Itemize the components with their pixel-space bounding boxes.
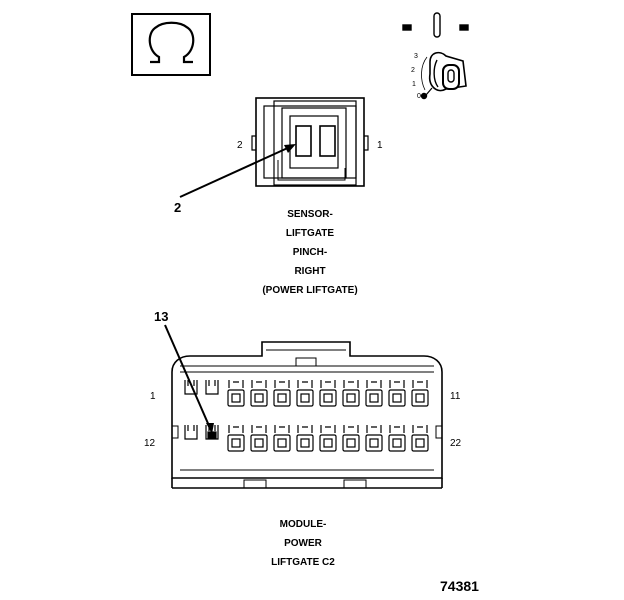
pin-cavity-20	[365, 425, 383, 452]
module-pin-label-12: 12	[144, 438, 156, 449]
module-caption-line-3: LIFTGATE C2	[271, 557, 335, 568]
pin-cavity-21	[388, 425, 406, 452]
pin-cavity-8	[342, 380, 360, 407]
pin-cavity-9	[365, 380, 383, 407]
sensor-pin-label-1: 1	[377, 140, 383, 151]
pin-cavity-2	[205, 380, 219, 395]
callout-2-leader	[179, 145, 293, 198]
sensor-caption-line-1: SENSOR-	[287, 209, 333, 220]
pin-cavity-13	[205, 425, 219, 440]
pin-cavity-1	[184, 380, 198, 395]
ignition-key-icon	[402, 12, 469, 100]
sensor-callout: 2	[174, 200, 182, 215]
ignition-position-2: 2	[411, 67, 415, 74]
pin-cavity-18	[319, 425, 337, 452]
pin-cavity-4	[250, 380, 268, 407]
sensor-connector	[251, 97, 369, 187]
pin-cavity-12	[184, 425, 198, 440]
sensor-caption-line-3: PINCH-	[292, 247, 328, 258]
sensor-caption-line-5: (POWER LIFTGATE)	[262, 285, 358, 296]
pin-cavity-7	[319, 380, 337, 407]
module-caption-line-2: POWER	[284, 538, 322, 549]
pin-cavity-15	[250, 425, 268, 452]
ignition-position-1: 1	[412, 81, 416, 88]
sensor-pin-label-2: 2	[237, 140, 243, 151]
pin-cavity-17	[296, 425, 314, 452]
sensor-caption-line-2: LIFTGATE	[285, 228, 335, 239]
figure-number: 74381	[440, 578, 479, 594]
ignition-position-3: 3	[414, 53, 418, 60]
pin-cavity-11	[411, 380, 429, 407]
ignition-position-0: 0	[417, 93, 421, 100]
sensor-caption-line-4: RIGHT	[294, 266, 326, 277]
module-caption-line-1: MODULE-	[279, 519, 327, 530]
module-pin-cavities	[184, 380, 429, 452]
module-pin-label-11: 11	[450, 391, 461, 402]
callout-13-leader	[164, 324, 211, 429]
module-connector	[171, 341, 443, 489]
pin-cavity-22	[411, 425, 429, 452]
module-pin-label-22: 22	[450, 438, 462, 449]
pin-cavity-5	[273, 380, 291, 407]
pin-cavity-14	[227, 425, 245, 452]
pin-cavity-19	[342, 425, 360, 452]
module-pin-label-1: 1	[150, 391, 156, 402]
module-callout: 13	[154, 309, 169, 324]
pin-cavity-3	[227, 380, 245, 407]
pin-cavity-10	[388, 380, 406, 407]
ohm-symbol-icon	[131, 13, 211, 76]
pin-cavity-6	[296, 380, 314, 407]
pin-cavity-16	[273, 425, 291, 452]
